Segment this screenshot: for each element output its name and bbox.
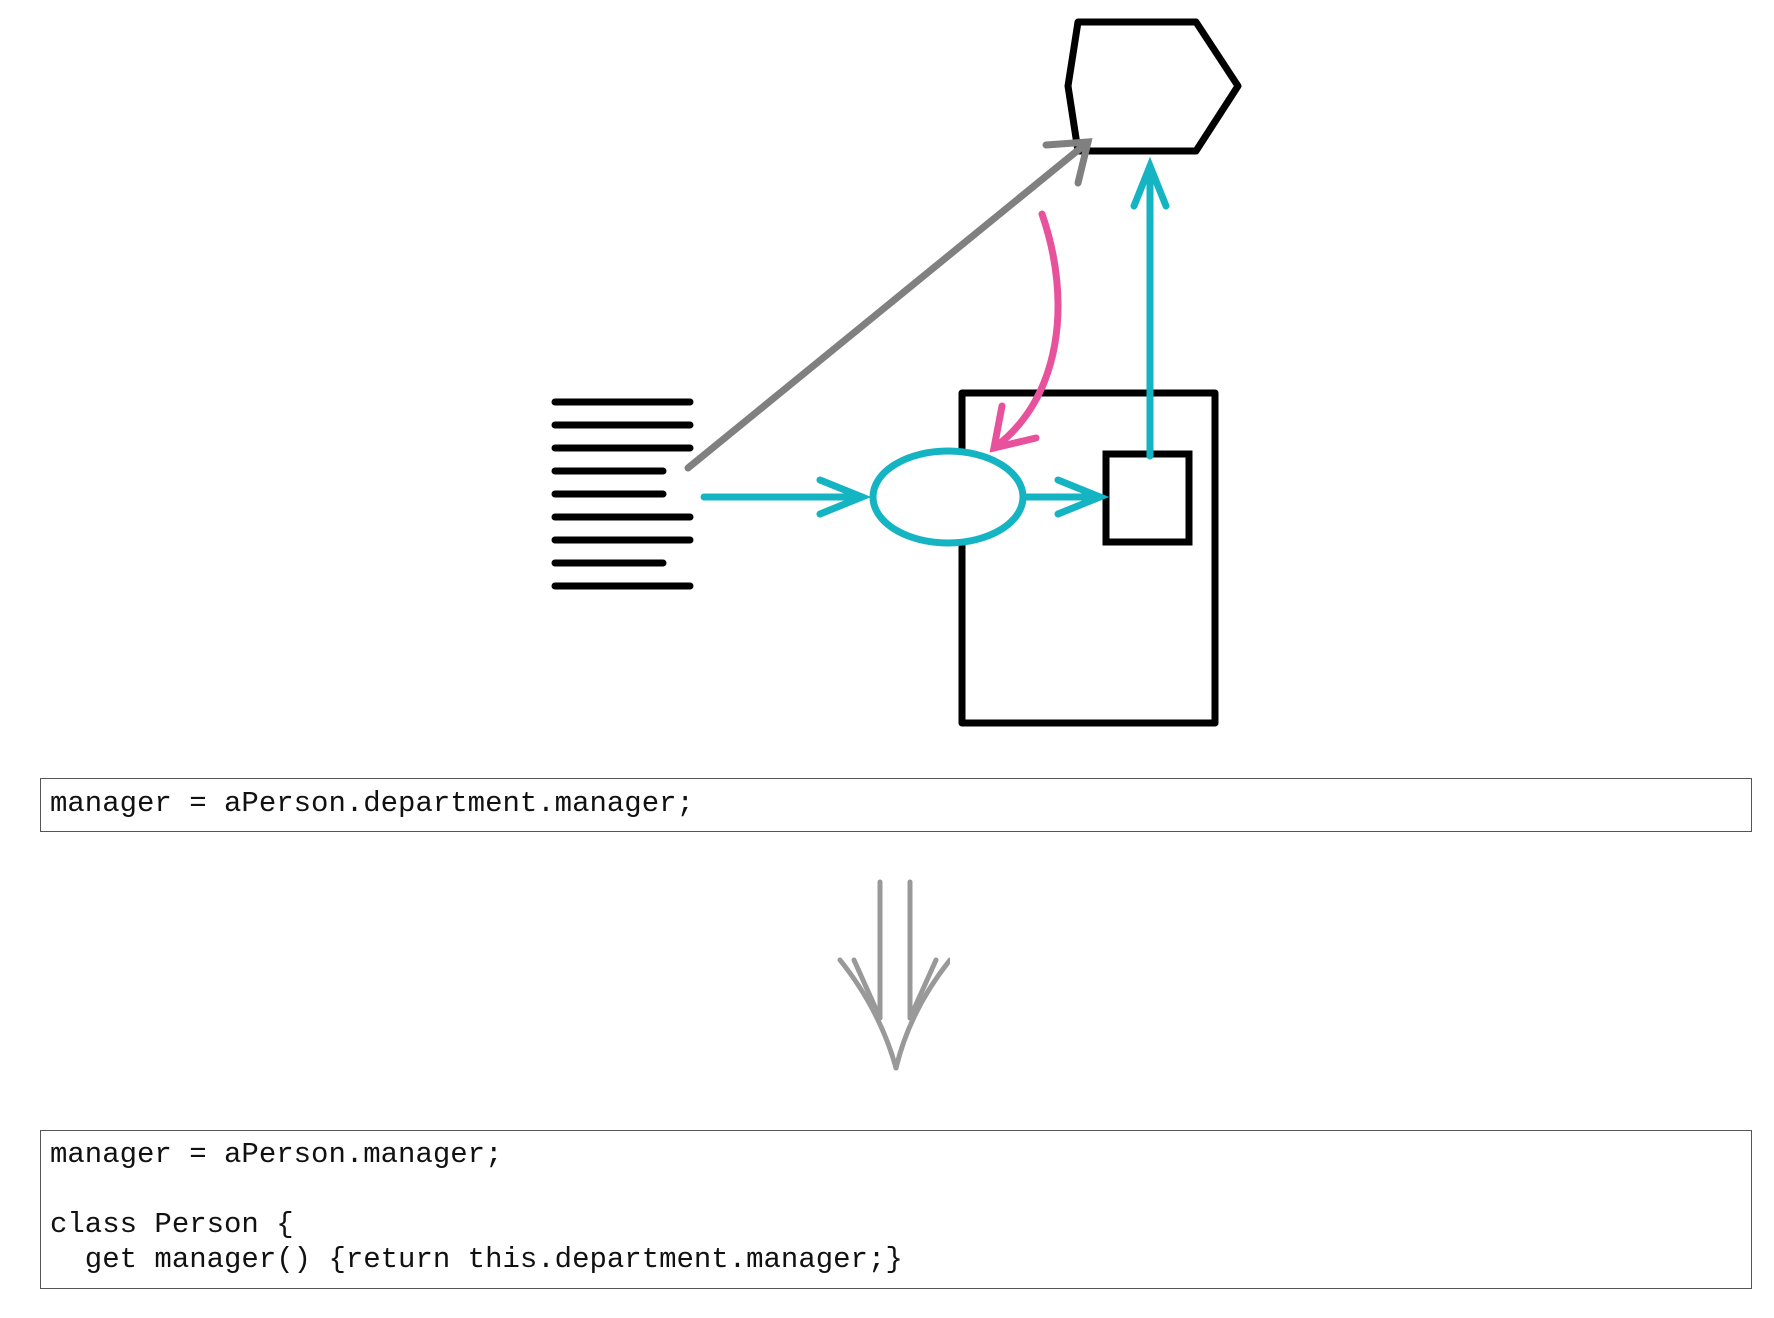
client-code-lines-icon xyxy=(551,398,694,590)
code-line: get manager() {return this.department.ma… xyxy=(50,1243,903,1276)
code-line: class Person { xyxy=(50,1208,294,1241)
code-line: manager = aPerson.manager; xyxy=(50,1138,503,1171)
target-hexagon-icon xyxy=(1064,18,1242,155)
code-line-blank xyxy=(50,1172,1742,1207)
code-after-box: manager = aPerson.manager; class Person … xyxy=(40,1130,1752,1289)
field-to-hexagon-arrow xyxy=(1130,156,1170,460)
client-to-method-arrow xyxy=(700,476,872,518)
direct-chain-arrow xyxy=(684,138,1093,472)
host-class-rectangle-icon xyxy=(958,389,1219,727)
code-line: manager = aPerson.department.manager; xyxy=(50,787,694,820)
code-before-box: manager = aPerson.department.manager; xyxy=(40,778,1752,832)
field-square-icon xyxy=(1102,450,1193,546)
method-ellipse-icon xyxy=(869,447,1027,547)
hide-delegate-arrow xyxy=(989,210,1062,453)
refactoring-diagram xyxy=(551,18,1242,727)
double-down-arrow-icon xyxy=(837,879,950,1071)
method-to-field-arrow xyxy=(1020,476,1110,518)
